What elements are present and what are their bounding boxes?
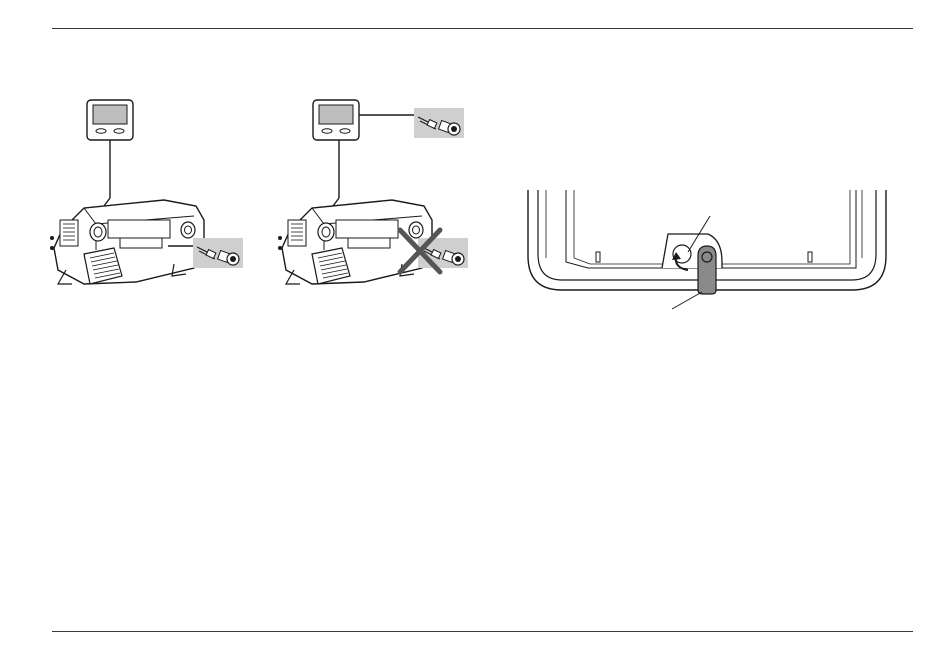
callout-line-bottom [672,292,702,309]
figure-middle [278,100,468,284]
switch-connector [414,108,464,138]
slot-right [808,252,812,262]
heater-unit [50,200,204,284]
control-panel [313,100,359,140]
figure-right [528,190,886,309]
figure-left [50,100,243,284]
control-panel [87,100,133,140]
lock-tab [698,246,716,294]
switch-connector [193,238,243,268]
slot-left [596,252,600,262]
